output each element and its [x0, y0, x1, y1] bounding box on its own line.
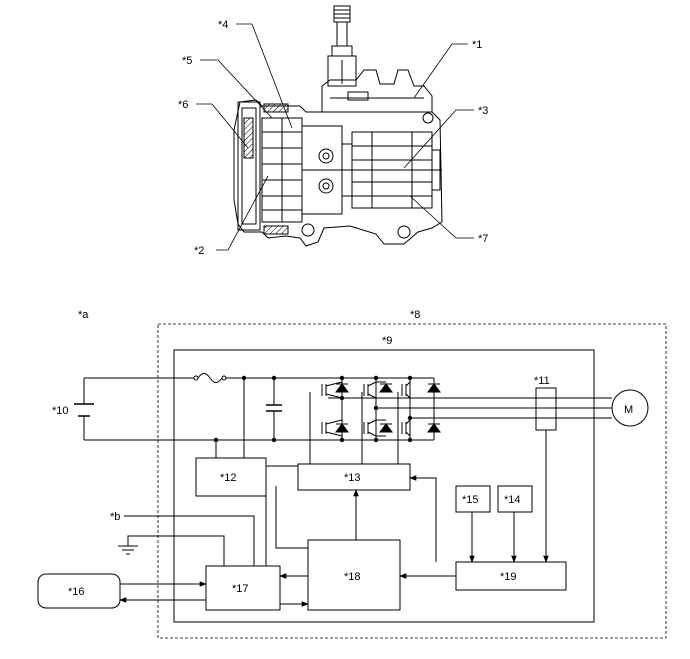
callout-4: *4 — [218, 19, 228, 31]
callout-5: *5 — [182, 55, 192, 67]
block-15-label: *15 — [462, 494, 479, 506]
callout-3: *3 — [478, 105, 488, 117]
motor-label: M — [624, 404, 633, 416]
block-14 — [497, 485, 533, 513]
block-14-label: *14 — [504, 494, 521, 506]
compressor-cutaway-illustration — [233, 5, 443, 247]
capacitor-symbol — [266, 404, 282, 412]
section-label-a: *a — [78, 309, 89, 321]
block-16 — [37, 573, 121, 609]
external-signal-label: *b — [110, 511, 120, 523]
battery-symbol — [74, 403, 94, 417]
block-labels: *12 *13 *15 *14 *18 *19 *17 *16 — [68, 472, 521, 598]
callout-leaders — [196, 23, 474, 251]
inner-boundary-label: *9 — [382, 335, 392, 347]
current-sensor — [535, 387, 557, 431]
block-17 — [205, 565, 281, 611]
block-12 — [195, 457, 267, 497]
callout-labels: *1 *2 *3 *4 *5 *6 *7 — [178, 19, 488, 257]
callout-2: *2 — [194, 245, 204, 257]
compressor-body — [233, 99, 443, 247]
callout-7: *7 — [478, 233, 488, 245]
ground-symbol — [118, 545, 138, 555]
callout-6: *6 — [178, 99, 188, 111]
block-16-label: *16 — [68, 586, 85, 598]
block-18 — [307, 539, 401, 611]
outer-dashed-boundary — [157, 323, 667, 639]
battery-label: *10 — [52, 405, 69, 417]
fuse-symbol — [193, 373, 227, 383]
inner-module-boundary — [173, 349, 595, 623]
connector-pigtail — [327, 5, 357, 87]
signal-arrows — [119, 475, 549, 607]
block-17-label: *17 — [232, 583, 249, 595]
block-18-label: *18 — [344, 571, 361, 583]
block-19-label: *19 — [500, 571, 517, 583]
inverter-housing — [321, 69, 433, 113]
function-blocks — [37, 457, 567, 611]
junction-dots — [213, 375, 413, 443]
block-13 — [297, 463, 411, 491]
motor-symbol — [611, 389, 649, 427]
block-13-label: *13 — [344, 472, 361, 484]
block-15 — [455, 485, 491, 513]
outer-boundary-label: *8 — [410, 309, 420, 321]
callout-1: *1 — [472, 39, 482, 51]
block-19 — [455, 561, 567, 591]
inverter-bridge — [321, 381, 441, 437]
current-sensor-label: *11 — [534, 375, 550, 387]
block-12-label: *12 — [220, 472, 237, 484]
